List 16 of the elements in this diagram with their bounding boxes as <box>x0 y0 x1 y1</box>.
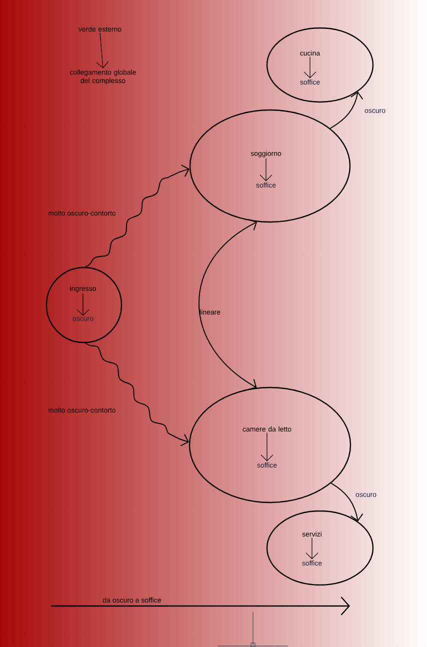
circle-outline <box>46 266 122 344</box>
blob-outline <box>189 109 351 223</box>
arrow <box>198 218 258 390</box>
arrow <box>260 158 272 182</box>
arrow <box>84 164 190 268</box>
arrow <box>84 342 189 446</box>
blob-outline <box>188 386 352 504</box>
arrow <box>96 32 109 68</box>
arrow <box>76 293 90 316</box>
arrow <box>330 482 364 522</box>
blob-outline <box>266 510 374 586</box>
arrow <box>260 432 274 462</box>
arrow <box>306 537 318 560</box>
blob-outline <box>266 27 374 103</box>
arrow <box>330 92 364 129</box>
arrow <box>304 56 316 78</box>
